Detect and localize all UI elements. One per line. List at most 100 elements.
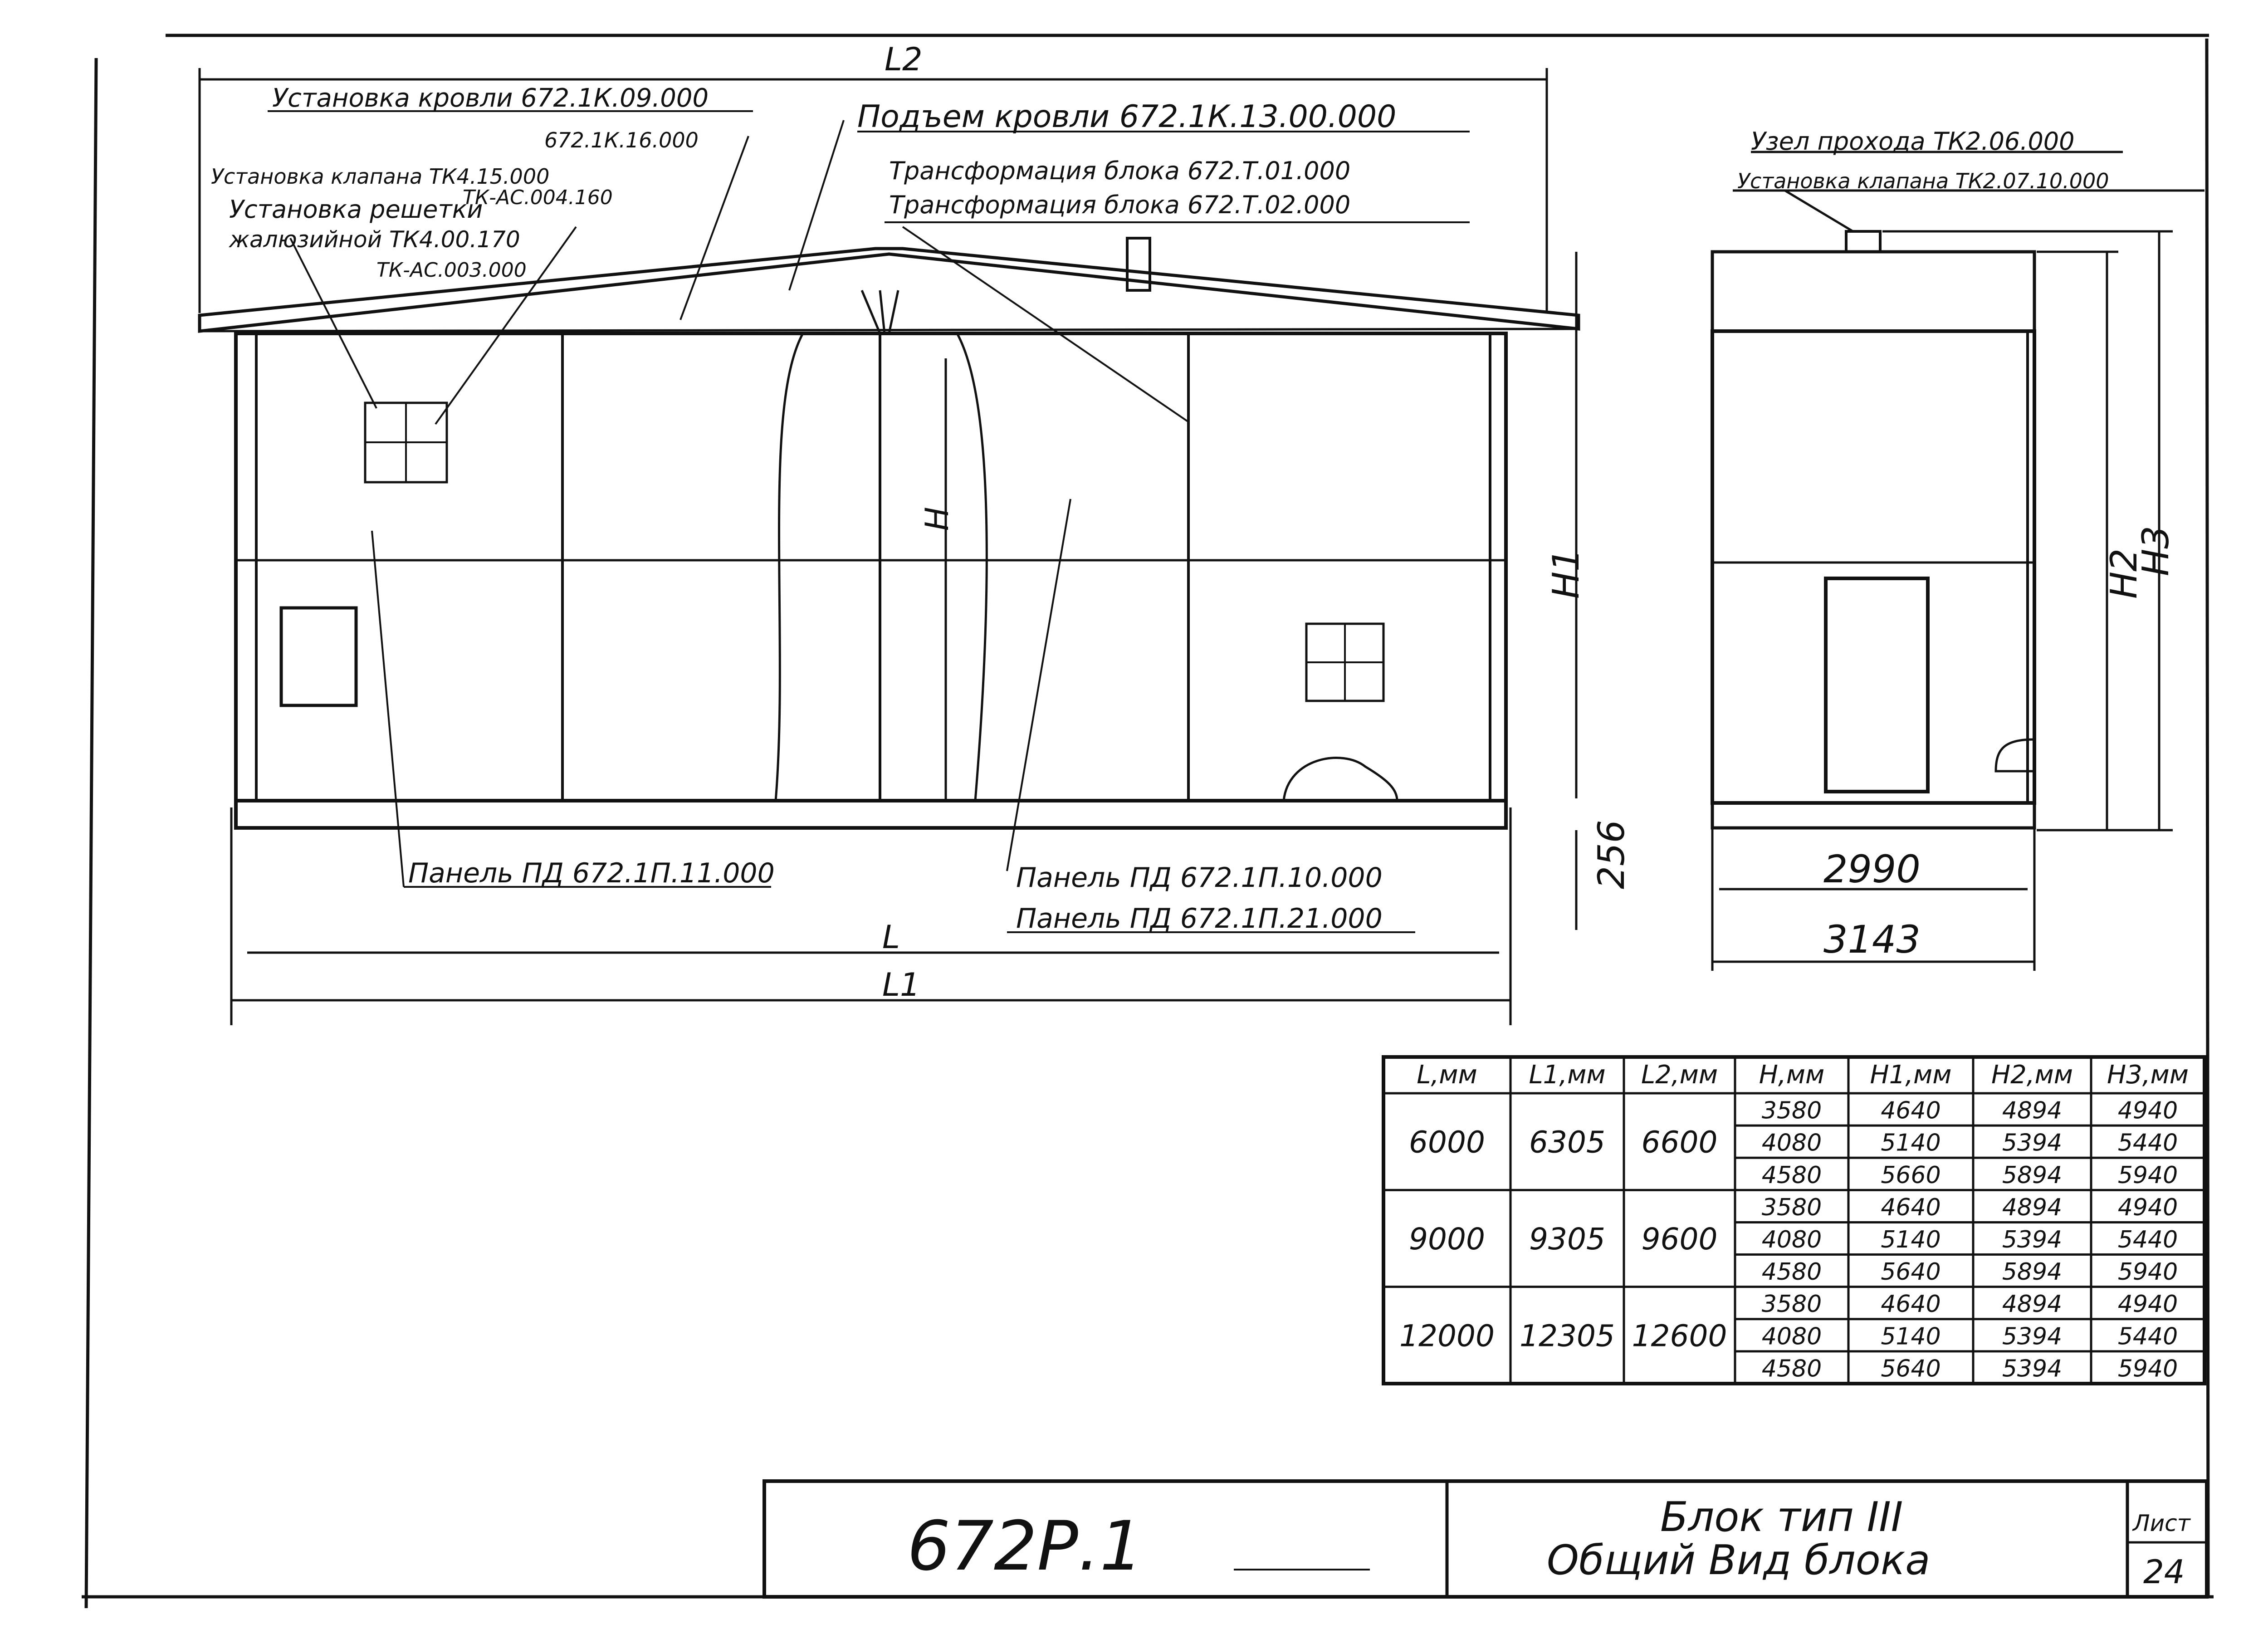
front-leaders bbox=[268, 110, 1470, 933]
sheet-number: 24 bbox=[2143, 1553, 2185, 1591]
table-cell: 5894 bbox=[2002, 1258, 2062, 1286]
table-cell-L1: 6305 bbox=[1529, 1125, 1605, 1160]
table-cell: 4580 bbox=[1762, 1355, 1822, 1382]
frame-left-line bbox=[84, 58, 98, 1609]
table-cell: 4080 bbox=[1762, 1130, 1822, 1157]
callout-valve-install-2: ТК-АС.004.160 bbox=[463, 186, 613, 209]
table-cell: 4640 bbox=[1881, 1194, 1941, 1221]
block-base bbox=[234, 799, 1508, 830]
side-dimensions bbox=[1711, 151, 2204, 971]
callout-roof-install: Установка кровли 672.1К.09.000 bbox=[272, 83, 709, 113]
callout-panel-right-2: Панель ПД 672.1П.21.000 bbox=[1016, 903, 1383, 934]
callout-grille-1: Установка решетки bbox=[229, 195, 483, 224]
table-cell: 5940 bbox=[2118, 1162, 2178, 1189]
floor-hatch bbox=[1282, 757, 1398, 801]
table-header-cell: L,мм bbox=[1417, 1060, 1477, 1090]
table-cell: 4640 bbox=[1881, 1291, 1941, 1318]
table-cell: 5640 bbox=[1881, 1355, 1941, 1382]
dim-label-H1: H1 bbox=[1545, 548, 1587, 599]
table-cell: 5440 bbox=[2118, 1323, 2178, 1350]
front-view: L2 L L1 H H1 256 Установка кровли 672.1К… bbox=[198, 41, 1633, 1025]
callout-transform-1: Трансформация блока 672.Т.01.000 bbox=[889, 157, 1350, 185]
table-cell: 5394 bbox=[2002, 1323, 2062, 1350]
table-cell: 5440 bbox=[2118, 1130, 2178, 1157]
table-cell: 4080 bbox=[1762, 1226, 1822, 1253]
table-cell: 5940 bbox=[2118, 1258, 2178, 1286]
side-base bbox=[1711, 801, 2036, 830]
roof-vent-pipe bbox=[1126, 237, 1151, 292]
table-cell-L1: 9305 bbox=[1529, 1222, 1605, 1257]
dim-label-H: H bbox=[919, 507, 956, 531]
table-cell: 5660 bbox=[1881, 1162, 1941, 1189]
callout-transform-2: Трансформация блока 672.Т.02.000 bbox=[889, 191, 1350, 219]
sheet-label: Лист bbox=[2132, 1510, 2191, 1536]
table-cell: 4894 bbox=[2002, 1097, 2062, 1125]
callout-roof-lift: Подъем кровли 672.1К.13.00.000 bbox=[857, 99, 1396, 135]
table-header-cell: H,мм bbox=[1759, 1060, 1824, 1090]
frame-right-line bbox=[2205, 38, 2210, 1597]
table-cell: 4894 bbox=[2002, 1194, 2062, 1221]
title-block-border bbox=[763, 1479, 2209, 1599]
dim-label-H2: H2 bbox=[2103, 548, 2145, 599]
leader-pass-node bbox=[1784, 189, 1854, 233]
side-walls bbox=[1711, 329, 2036, 805]
table-cell: 5140 bbox=[1881, 1323, 1941, 1350]
leader-grille bbox=[289, 238, 377, 409]
table-cell-L1: 12305 bbox=[1520, 1318, 1615, 1353]
dim-label-L1: L1 bbox=[882, 966, 920, 1003]
table-cell: 4894 bbox=[2002, 1291, 2062, 1318]
table-cell: 5140 bbox=[1881, 1226, 1941, 1253]
table-cell-L2: 12600 bbox=[1632, 1318, 1727, 1353]
table-cell: 5440 bbox=[2118, 1226, 2178, 1253]
table-cell: 4640 bbox=[1881, 1097, 1941, 1125]
table-cell: 5394 bbox=[2002, 1130, 2062, 1157]
leader-roof-lift bbox=[788, 120, 845, 291]
opening-breakout bbox=[774, 332, 988, 802]
dim-label-base: 256 bbox=[1590, 820, 1633, 889]
leader-valve bbox=[435, 226, 577, 425]
table-cell: 4940 bbox=[2118, 1291, 2178, 1318]
roof-outline bbox=[198, 247, 1580, 333]
side-hatch bbox=[1994, 738, 2035, 773]
table-cell: 3580 bbox=[1762, 1291, 1822, 1318]
table-cell: 5394 bbox=[2002, 1226, 2062, 1253]
table-cell: 5894 bbox=[2002, 1162, 2062, 1189]
lift-rods bbox=[860, 290, 899, 334]
table-cell: 3580 bbox=[1762, 1194, 1822, 1221]
table-cell: 4580 bbox=[1762, 1258, 1822, 1286]
drawing-title-line1: Блок тип III bbox=[1660, 1493, 1903, 1541]
table-cell-L: 12000 bbox=[1399, 1318, 1495, 1353]
table-cell-L2: 6600 bbox=[1642, 1125, 1718, 1160]
dim-label-3143: 3143 bbox=[1823, 917, 1921, 962]
leader-panel-left bbox=[371, 530, 405, 887]
table-header-cell: H2,мм bbox=[1991, 1060, 2073, 1090]
table-cell: 5140 bbox=[1881, 1130, 1941, 1157]
side-view: 2990 3143 H2 H3 Узел прохода ТК2.06.000 … bbox=[1711, 127, 2204, 971]
callout-valve-install-side: Установка клапана ТК2.07.10.000 bbox=[1737, 169, 2109, 193]
table-cell-L: 9000 bbox=[1409, 1222, 1485, 1257]
table-cell: 5394 bbox=[2002, 1355, 2062, 1382]
table-header-cell: L2,мм bbox=[1641, 1060, 1718, 1090]
dim-label-L2: L2 bbox=[885, 41, 923, 78]
table-cell: 3580 bbox=[1762, 1097, 1822, 1125]
table-cell-L: 6000 bbox=[1409, 1125, 1485, 1160]
side-door bbox=[1824, 577, 1930, 793]
leader-transform bbox=[902, 226, 1189, 423]
wall-posts bbox=[255, 333, 1491, 801]
table-cell: 4080 bbox=[1762, 1323, 1822, 1350]
dim-label-L: L bbox=[882, 919, 900, 956]
table-cell: 5940 bbox=[2118, 1355, 2178, 1382]
callout-panel-left: Панель ПД 672.1П.11.000 bbox=[408, 857, 775, 889]
callout-panel-right-1: Панель ПД 672.1П.10.000 bbox=[1016, 862, 1383, 894]
leader-roof bbox=[679, 136, 749, 320]
title-block: 672Р.1 Блок тип III Общий Вид блока Лист… bbox=[763, 1479, 2209, 1599]
callout-roof-install-2: 672.1К.16.000 bbox=[544, 128, 699, 152]
callout-pass-node: Узел прохода ТК2.06.000 bbox=[1751, 127, 2075, 156]
drawing-code: 672Р.1 bbox=[907, 1507, 1143, 1586]
table-cell-L2: 9600 bbox=[1642, 1222, 1718, 1257]
callout-grille-2: жалюзийной ТК4.00.170 bbox=[229, 226, 520, 253]
table-cell: 4940 bbox=[2118, 1194, 2178, 1221]
callout-valve-install: Установка клапана ТК4.15.000 bbox=[211, 164, 549, 189]
